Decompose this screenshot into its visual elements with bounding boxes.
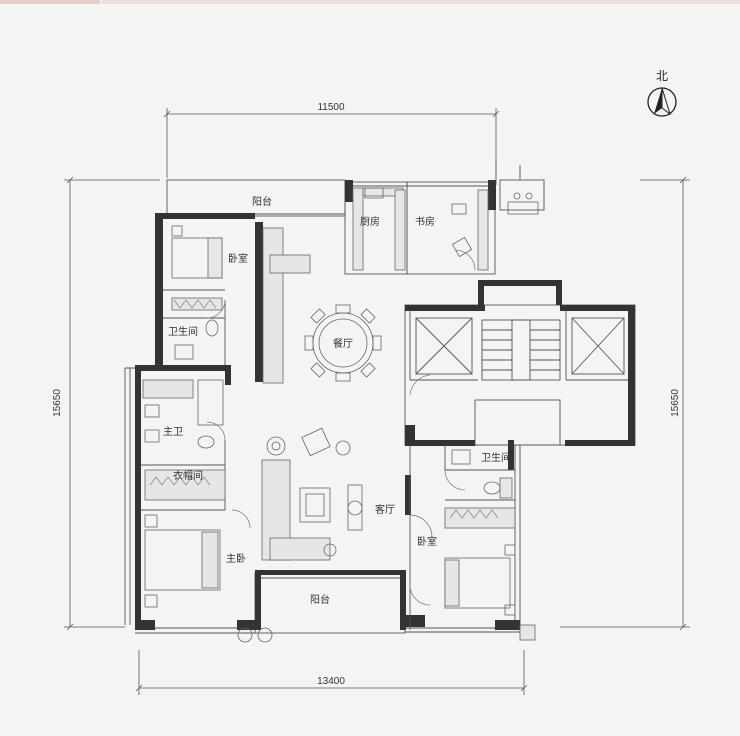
label-balcony-bottom: 阳台 bbox=[310, 593, 330, 606]
structural-walls bbox=[135, 180, 635, 630]
label-bath-east: 卫生间 bbox=[481, 451, 511, 464]
dim-left-height: 15650 bbox=[52, 389, 63, 417]
label-master-bedroom: 主卧 bbox=[226, 552, 246, 565]
dim-top-width: 11500 bbox=[317, 102, 345, 113]
label-kitchen: 厨房 bbox=[360, 215, 380, 228]
dim-bottom-width: 13400 bbox=[317, 676, 345, 687]
compass-arrow-icon bbox=[654, 88, 662, 114]
dim-right-height: 15650 bbox=[670, 389, 681, 417]
label-living: 客厅 bbox=[375, 503, 395, 516]
east-fixtures bbox=[444, 192, 539, 641]
label-study: 书房 bbox=[415, 215, 435, 228]
dining-table bbox=[304, 304, 382, 382]
header-bar bbox=[0, 0, 740, 4]
partitions bbox=[141, 289, 628, 630]
north-label: 北 bbox=[656, 69, 668, 83]
elevator-shafts bbox=[415, 317, 625, 375]
living-furniture bbox=[261, 427, 363, 561]
label-bedroom-nw: 卧室 bbox=[228, 252, 248, 265]
label-bath-west: 卫生间 bbox=[168, 325, 198, 338]
dimension-lines bbox=[64, 108, 690, 695]
label-dining: 餐厅 bbox=[333, 337, 353, 350]
label-balcony-top: 阳台 bbox=[252, 195, 272, 208]
west-fixtures bbox=[142, 225, 311, 643]
kitchen-study-fixtures bbox=[352, 187, 489, 271]
compass: 北 bbox=[647, 69, 677, 117]
room-labels: 阳台 厨房 书房 卧室 卫生间 餐厅 主卫 衣帽间 主卧 客厅 卫生间 卧室 阳… bbox=[163, 195, 511, 606]
label-master-bath: 主卫 bbox=[163, 426, 183, 438]
label-bedroom-se: 卧室 bbox=[417, 535, 437, 548]
label-closet: 衣帽间 bbox=[173, 469, 203, 482]
thin-walls bbox=[124, 160, 636, 634]
doors bbox=[206, 249, 476, 606]
